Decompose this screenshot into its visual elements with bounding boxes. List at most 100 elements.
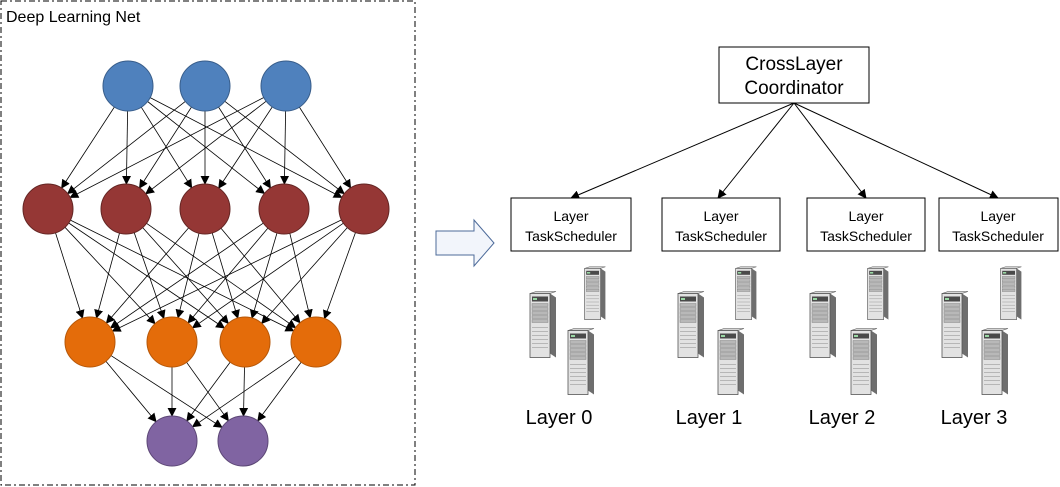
arrow-to-scheduler-1 (717, 102, 795, 199)
network-node-l2-0 (64, 316, 116, 368)
network-edge-l1-2-2 (211, 232, 240, 319)
network-node-l0-0 (102, 60, 154, 112)
server-tower-icon (850, 327, 878, 396)
network-edge-l1-4-0 (111, 219, 342, 332)
network-edge-l1-1-1 (133, 232, 166, 320)
network-edges (55, 97, 356, 428)
network-node-l3-0 (146, 415, 198, 467)
arrow-to-scheduler-2 (793, 102, 867, 199)
coordinator-box (718, 46, 870, 104)
network-node-l1-2 (179, 183, 231, 235)
network-edge-l0-1-1 (139, 106, 192, 189)
network-node-l0-1 (179, 60, 231, 112)
server-cluster-1 (677, 266, 757, 396)
scheduler-1: Layer TaskScheduler (661, 197, 781, 252)
server-tower-icon (809, 290, 837, 359)
layer-label-3: Layer 3 (941, 407, 1008, 429)
network-edge-l1-4-2 (261, 227, 348, 325)
server-cluster-2 (809, 266, 889, 396)
scheduler-2: Layer TaskScheduler (806, 197, 926, 252)
layer-label-0: Layer 0 (526, 407, 593, 429)
network-edge-l0-0-0 (61, 106, 115, 189)
server-tower-icon (941, 290, 969, 359)
network-edge-l1-0-1 (64, 227, 156, 325)
network-node-l1-1 (100, 183, 152, 235)
scheduler-3: Layer TaskScheduler (938, 197, 1059, 252)
arrow-to-scheduler-0 (570, 102, 795, 199)
network-edge-l2-1-1 (186, 362, 229, 422)
network-edge-l1-3-2 (249, 232, 278, 319)
scheduler-line2: TaskScheduler (675, 228, 767, 244)
server-cluster-0 (529, 266, 606, 396)
scheduler-line1: Layer (980, 208, 1015, 224)
scheduler-line1: Layer (848, 208, 883, 224)
network-edge-l1-2-0 (105, 227, 189, 324)
scheduler-line2: TaskScheduler (820, 228, 912, 244)
network-edge-l1-3-1 (187, 227, 269, 324)
network-node-l1-3 (258, 183, 310, 235)
layer-label-2: Layer 2 (809, 407, 876, 429)
server-tower-icon (1000, 266, 1022, 321)
scheduler-box (938, 197, 1059, 252)
network-edge-l1-2-1 (175, 233, 200, 319)
network-edge-l1-1-0 (94, 232, 120, 319)
network-edge-l1-1-3 (146, 222, 297, 329)
network-edge-l1-1-2 (142, 227, 229, 325)
network-node-l0-2 (260, 60, 312, 112)
network-edge-l0-2-4 (299, 106, 352, 189)
network-node-l2-2 (219, 316, 271, 368)
network-edge-l0-2-0 (69, 97, 264, 198)
network-edge-l2-2-0 (186, 361, 231, 422)
server-tower-icon (567, 327, 595, 396)
layer-label-1: Layer 1 (676, 407, 743, 429)
network-edge-l2-3-1 (257, 361, 302, 422)
scheduler-line1: Layer (703, 208, 738, 224)
scheduler-line1: Layer (553, 208, 588, 224)
scheduler-line2: TaskScheduler (525, 228, 617, 244)
network-edge-l1-4-1 (191, 222, 344, 329)
network-edge-l1-0-0 (55, 232, 85, 320)
coordinator-line2: Coordinator (744, 78, 844, 99)
block-arrow-right-icon (435, 218, 495, 268)
network-node-l2-1 (146, 316, 198, 368)
network-node-l2-3 (290, 316, 342, 368)
network-edge-l0-0-4 (150, 97, 343, 198)
network-edge-l1-2-3 (220, 227, 301, 324)
server-tower-icon (717, 327, 745, 396)
scheduler-box (510, 197, 632, 252)
network-edge-l1-4-3 (323, 232, 356, 320)
server-cluster-3 (941, 266, 1022, 396)
scheduler-box (661, 197, 781, 252)
scheduler-0: Layer TaskScheduler (510, 197, 632, 252)
network-edge-l0-2-1 (145, 100, 267, 195)
network-edge-l0-1-3 (218, 106, 271, 189)
network-edge-l1-3-0 (109, 222, 264, 329)
coordinator-arrows (570, 102, 999, 199)
network-edge-l2-0-0 (105, 361, 157, 423)
network-nodes (22, 60, 390, 467)
network-edge-l2-0-1 (110, 355, 223, 428)
deep-learning-net-panel: Deep Learning Net (0, 0, 416, 486)
panel-border (0, 0, 416, 486)
network-edge-l1-3-3 (289, 233, 313, 319)
server-tower-icon (735, 266, 757, 321)
crosslayer-coordinator: CrossLayer Coordinator (718, 46, 870, 104)
scheduler-line2: TaskScheduler (952, 228, 1044, 244)
network-edge-l0-1-4 (224, 100, 345, 195)
network-edge-l2-3-0 (191, 355, 296, 428)
server-tower-icon (677, 290, 705, 359)
scheduler-box (806, 197, 926, 252)
network-node-l3-1 (217, 415, 269, 467)
server-tower-icon (981, 327, 1009, 396)
network-edge-l0-2-2 (218, 106, 273, 189)
network-node-l1-4 (338, 183, 390, 235)
coordinator-line1: CrossLayer (745, 54, 843, 75)
arrow-to-scheduler-3 (793, 102, 999, 199)
network-edge-l0-1-0 (66, 101, 186, 195)
server-tower-icon (867, 266, 889, 321)
server-tower-icon (529, 290, 557, 359)
panel-title: Deep Learning Net (6, 9, 141, 26)
network-edge-l1-0-2 (68, 222, 226, 329)
